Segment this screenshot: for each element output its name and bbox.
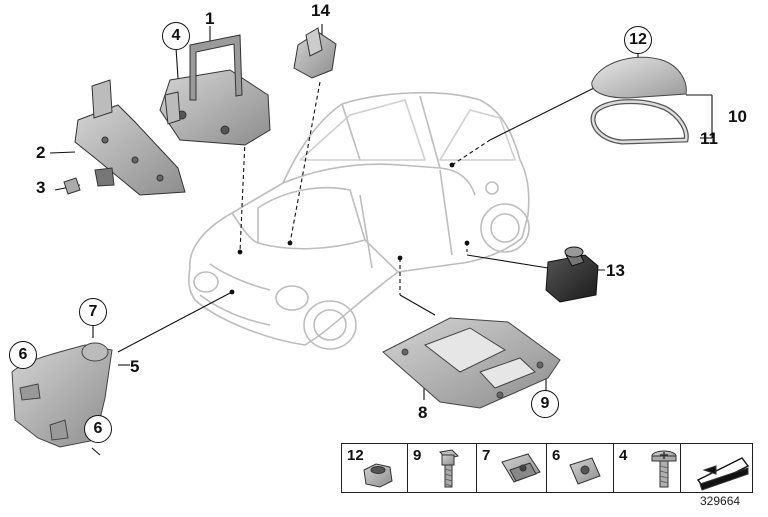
legend-cell-12: 12 bbox=[342, 444, 408, 492]
legend-cell-9: 9 bbox=[408, 444, 477, 492]
callout-1: 1 bbox=[205, 9, 215, 28]
legend-number: 7 bbox=[482, 447, 491, 464]
underbody-plate-part bbox=[382, 317, 561, 409]
legend-cell-7: 7 bbox=[477, 444, 547, 492]
control-unit-part bbox=[545, 246, 599, 303]
legend-number: 6 bbox=[552, 447, 561, 464]
legend-cell-4: 4 bbox=[614, 444, 681, 492]
callout-10: 10 bbox=[728, 107, 747, 126]
legend-fastener-graphics bbox=[363, 449, 750, 491]
car-outline bbox=[188, 91, 530, 350]
callout-11: 11 bbox=[700, 129, 718, 148]
callout-4: 4 bbox=[162, 22, 190, 50]
callout-8: 8 bbox=[418, 403, 428, 422]
legend-cell-6: 6 bbox=[547, 444, 614, 492]
callout-13: 13 bbox=[606, 261, 625, 280]
callout-9: 9 bbox=[531, 390, 559, 418]
small-clip-part bbox=[63, 177, 81, 195]
hex-nut-icon bbox=[363, 463, 393, 488]
clip-nut-icon bbox=[501, 453, 541, 483]
mount-bracket-part bbox=[293, 27, 337, 79]
legend-cell-direction bbox=[681, 444, 752, 492]
callout-5: 5 bbox=[130, 357, 140, 376]
mount-points bbox=[229, 162, 470, 295]
cover-shell-part bbox=[590, 56, 689, 145]
hex-bolt-icon bbox=[439, 449, 459, 488]
front-direction-arrow-icon bbox=[696, 457, 750, 491]
torx-screw-icon bbox=[651, 450, 677, 488]
battery-holder-part bbox=[159, 34, 271, 146]
callout-2: 2 bbox=[36, 143, 46, 162]
callout-6-upper: 6 bbox=[9, 341, 37, 369]
callout-6-lower: 6 bbox=[84, 415, 112, 443]
callout-3: 3 bbox=[36, 178, 46, 197]
bracket-plate-part bbox=[74, 79, 186, 196]
legend-number: 9 bbox=[413, 447, 422, 464]
legend-number: 12 bbox=[347, 447, 364, 464]
document-number: 329664 bbox=[700, 494, 741, 508]
fastener-legend: 12 9 7 6 4 bbox=[341, 443, 753, 493]
callout-12: 12 bbox=[624, 26, 652, 54]
callout-7: 7 bbox=[79, 298, 107, 326]
legend-number: 4 bbox=[619, 447, 628, 464]
callout-14: 14 bbox=[311, 1, 330, 20]
speed-nut-icon bbox=[569, 457, 601, 485]
